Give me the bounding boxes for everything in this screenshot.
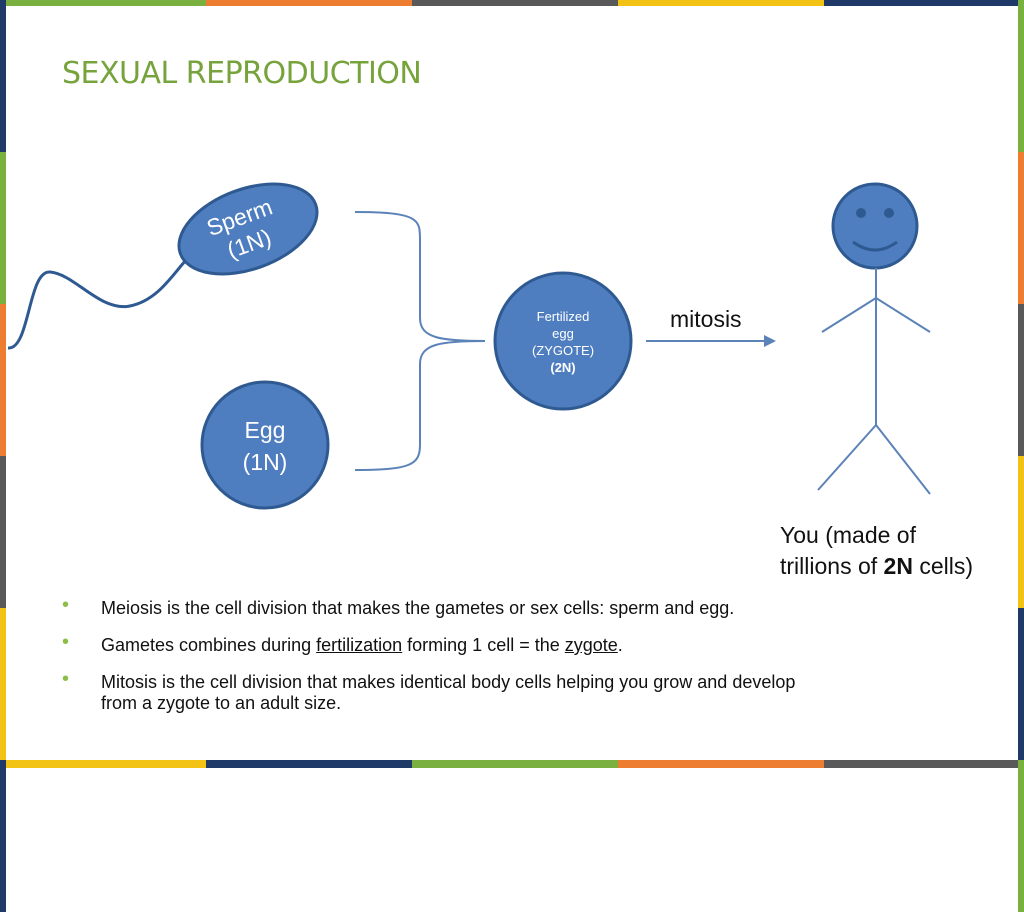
- combining-brace: [354, 211, 486, 471]
- bullet-text-meiosis: Meiosis is the cell division that makes …: [101, 598, 735, 618]
- you-caption-line2-b: cells): [912, 553, 974, 579]
- stripe-segment: [206, 0, 412, 6]
- stripe-segment: [0, 760, 206, 768]
- stripe-segment: [206, 760, 412, 768]
- stripe-segment: [0, 152, 6, 304]
- zygote-label-2: egg: [552, 326, 574, 341]
- bullet-item: • Meiosis is the cell division that make…: [62, 594, 962, 619]
- bullet-text-gametes-b: forming 1 cell = the: [402, 635, 565, 655]
- zygote-ploidy: (2N): [550, 360, 575, 375]
- slide-title: SEXUAL REPRODUCTION: [62, 56, 422, 91]
- stripe-segment: [618, 760, 824, 768]
- stripe-segment: [824, 0, 1024, 6]
- stripe-segment: [618, 0, 824, 6]
- arrow-head-icon: [764, 335, 776, 347]
- bullet-item: • Gametes combines during fertilization …: [62, 631, 962, 656]
- stripe-segment: [0, 456, 6, 608]
- zygote-label-1: Fertilized: [537, 309, 590, 324]
- you-caption: You (made of trillions of 2N cells): [780, 520, 973, 582]
- stripe-segment: [412, 0, 618, 6]
- bullet-item: • Mitosis is the cell division that make…: [62, 668, 962, 714]
- zygote-cell: Fertilized egg (ZYGOTE) (2N): [493, 271, 633, 411]
- egg-ploidy: (1N): [243, 449, 288, 475]
- egg-label: Egg: [245, 417, 286, 443]
- bullet-text-mitosis-1: Mitosis is the cell division that makes …: [101, 672, 796, 692]
- sperm-tail: [7, 254, 192, 350]
- stripe-segment: [412, 760, 618, 768]
- bullet-marker: •: [62, 631, 70, 653]
- mitosis-label: mitosis: [670, 306, 742, 332]
- bullet-text-mitosis-2: from a zygote to an adult size.: [101, 693, 342, 713]
- you-caption-line1: You (made of: [780, 522, 916, 548]
- stripe-segment: [0, 304, 6, 456]
- zygote-term: zygote: [564, 635, 618, 655]
- stripe-segment: [0, 0, 206, 6]
- stripe-segment: [1018, 456, 1024, 608]
- fertilization-term: fertilization: [316, 635, 403, 655]
- stripe-segment: [1018, 0, 1024, 152]
- you-caption-bold: 2N: [883, 553, 913, 579]
- bullet-marker: •: [62, 668, 70, 690]
- bullet-list: • Meiosis is the cell division that make…: [62, 594, 962, 730]
- you-caption-line2-a: trillions of: [780, 553, 884, 579]
- bottom-border-stripe: [0, 760, 1024, 768]
- stripe-segment: [0, 0, 6, 152]
- reproduction-diagram: Sperm (1N) Egg (1N) Fertilized egg (ZYGO…: [7, 182, 931, 510]
- top-border-stripe: [0, 0, 1024, 6]
- stripe-segment: [0, 608, 6, 760]
- stick-figure: [817, 182, 931, 495]
- stripe-segment: [1018, 608, 1024, 760]
- bullet-text-gametes-c: .: [617, 635, 623, 655]
- egg-cell: Egg (1N): [200, 380, 330, 510]
- stripe-segment: [1018, 304, 1024, 456]
- stripe-segment: [0, 760, 6, 912]
- bullet-text-gametes-a: Gametes combines during: [101, 635, 317, 655]
- zygote-label-3: (ZYGOTE): [532, 343, 594, 358]
- stripe-segment: [1018, 760, 1024, 912]
- sperm-cell: Sperm (1N): [177, 182, 319, 276]
- bullet-marker: •: [62, 594, 70, 616]
- stripe-segment: [824, 760, 1024, 768]
- smiley-face-icon: [831, 182, 919, 270]
- stripe-segment: [1018, 152, 1024, 304]
